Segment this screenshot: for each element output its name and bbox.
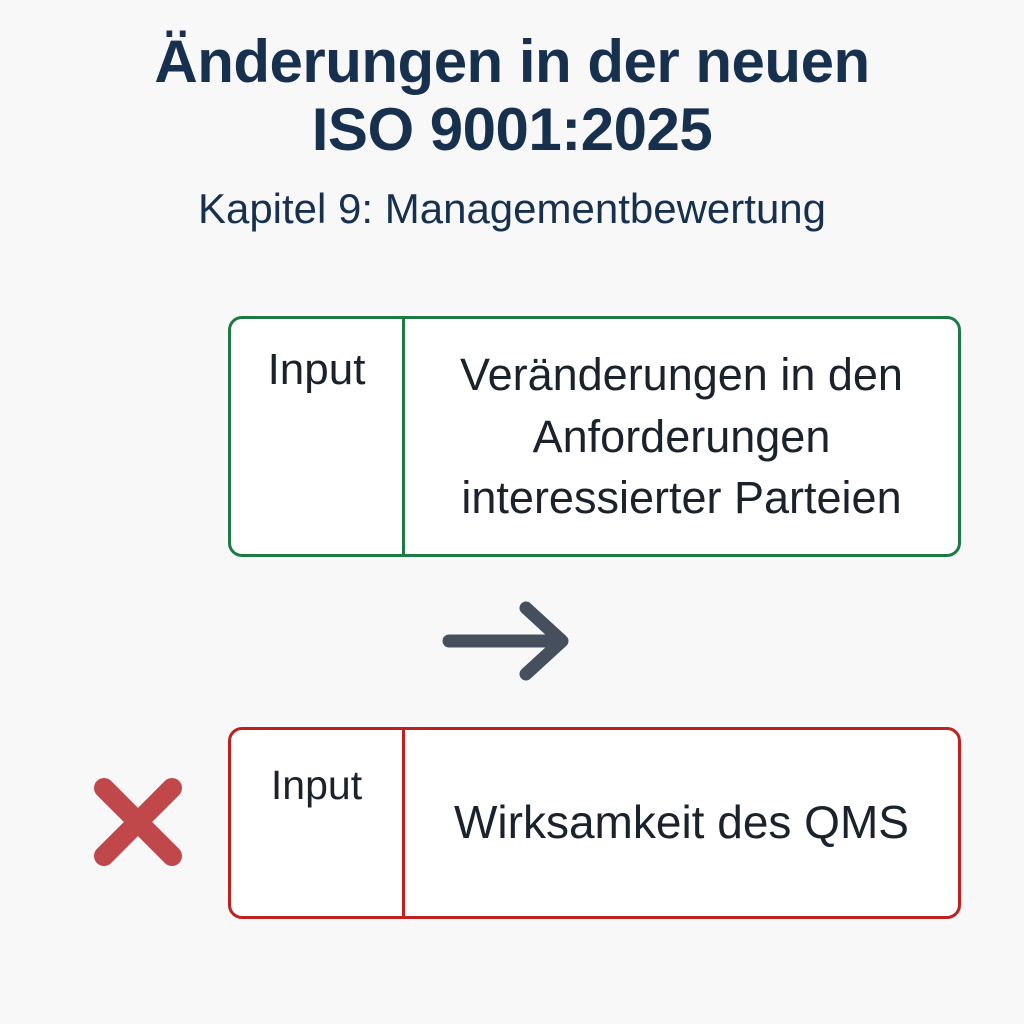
page-title-line-2: ISO 9001:2025: [311, 95, 713, 163]
old-version-row: Input Wirksamkeit des QMS: [228, 727, 961, 919]
new-version-row: Input Veränderungen in den Anforderungen…: [228, 316, 961, 557]
page-title-line-1: Änderungen in der neuen: [154, 28, 870, 95]
new-version-value-cell: Veränderungen in den Anforderungen inter…: [405, 319, 958, 554]
old-version-label: Input: [270, 762, 363, 808]
new-version-value-line-1: Veränderungen in den: [460, 349, 903, 401]
old-version-value-cell: Wirksamkeit des QMS: [405, 730, 958, 916]
new-version-label-cell: Input: [231, 319, 405, 554]
old-version-value: Wirksamkeit des QMS: [454, 796, 909, 849]
page-title: Änderungen in der neuen ISO 9001:2025: [0, 0, 1024, 164]
cross-x-icon: [88, 770, 188, 874]
new-version-label: Input: [267, 345, 366, 394]
arrow-right-icon: [437, 596, 587, 686]
new-version-value-line-2: Anforderungen: [532, 410, 831, 462]
header: Änderungen in der neuen ISO 9001:2025 Ka…: [0, 0, 1024, 232]
old-version-label-cell: Input: [231, 730, 405, 916]
page-subtitle: Kapitel 9: Managementbewertung: [197, 184, 827, 232]
new-version-value-line-3: interessierter Parteien: [461, 472, 902, 524]
new-version-value: Veränderungen in den Anforderungen inter…: [460, 344, 903, 529]
